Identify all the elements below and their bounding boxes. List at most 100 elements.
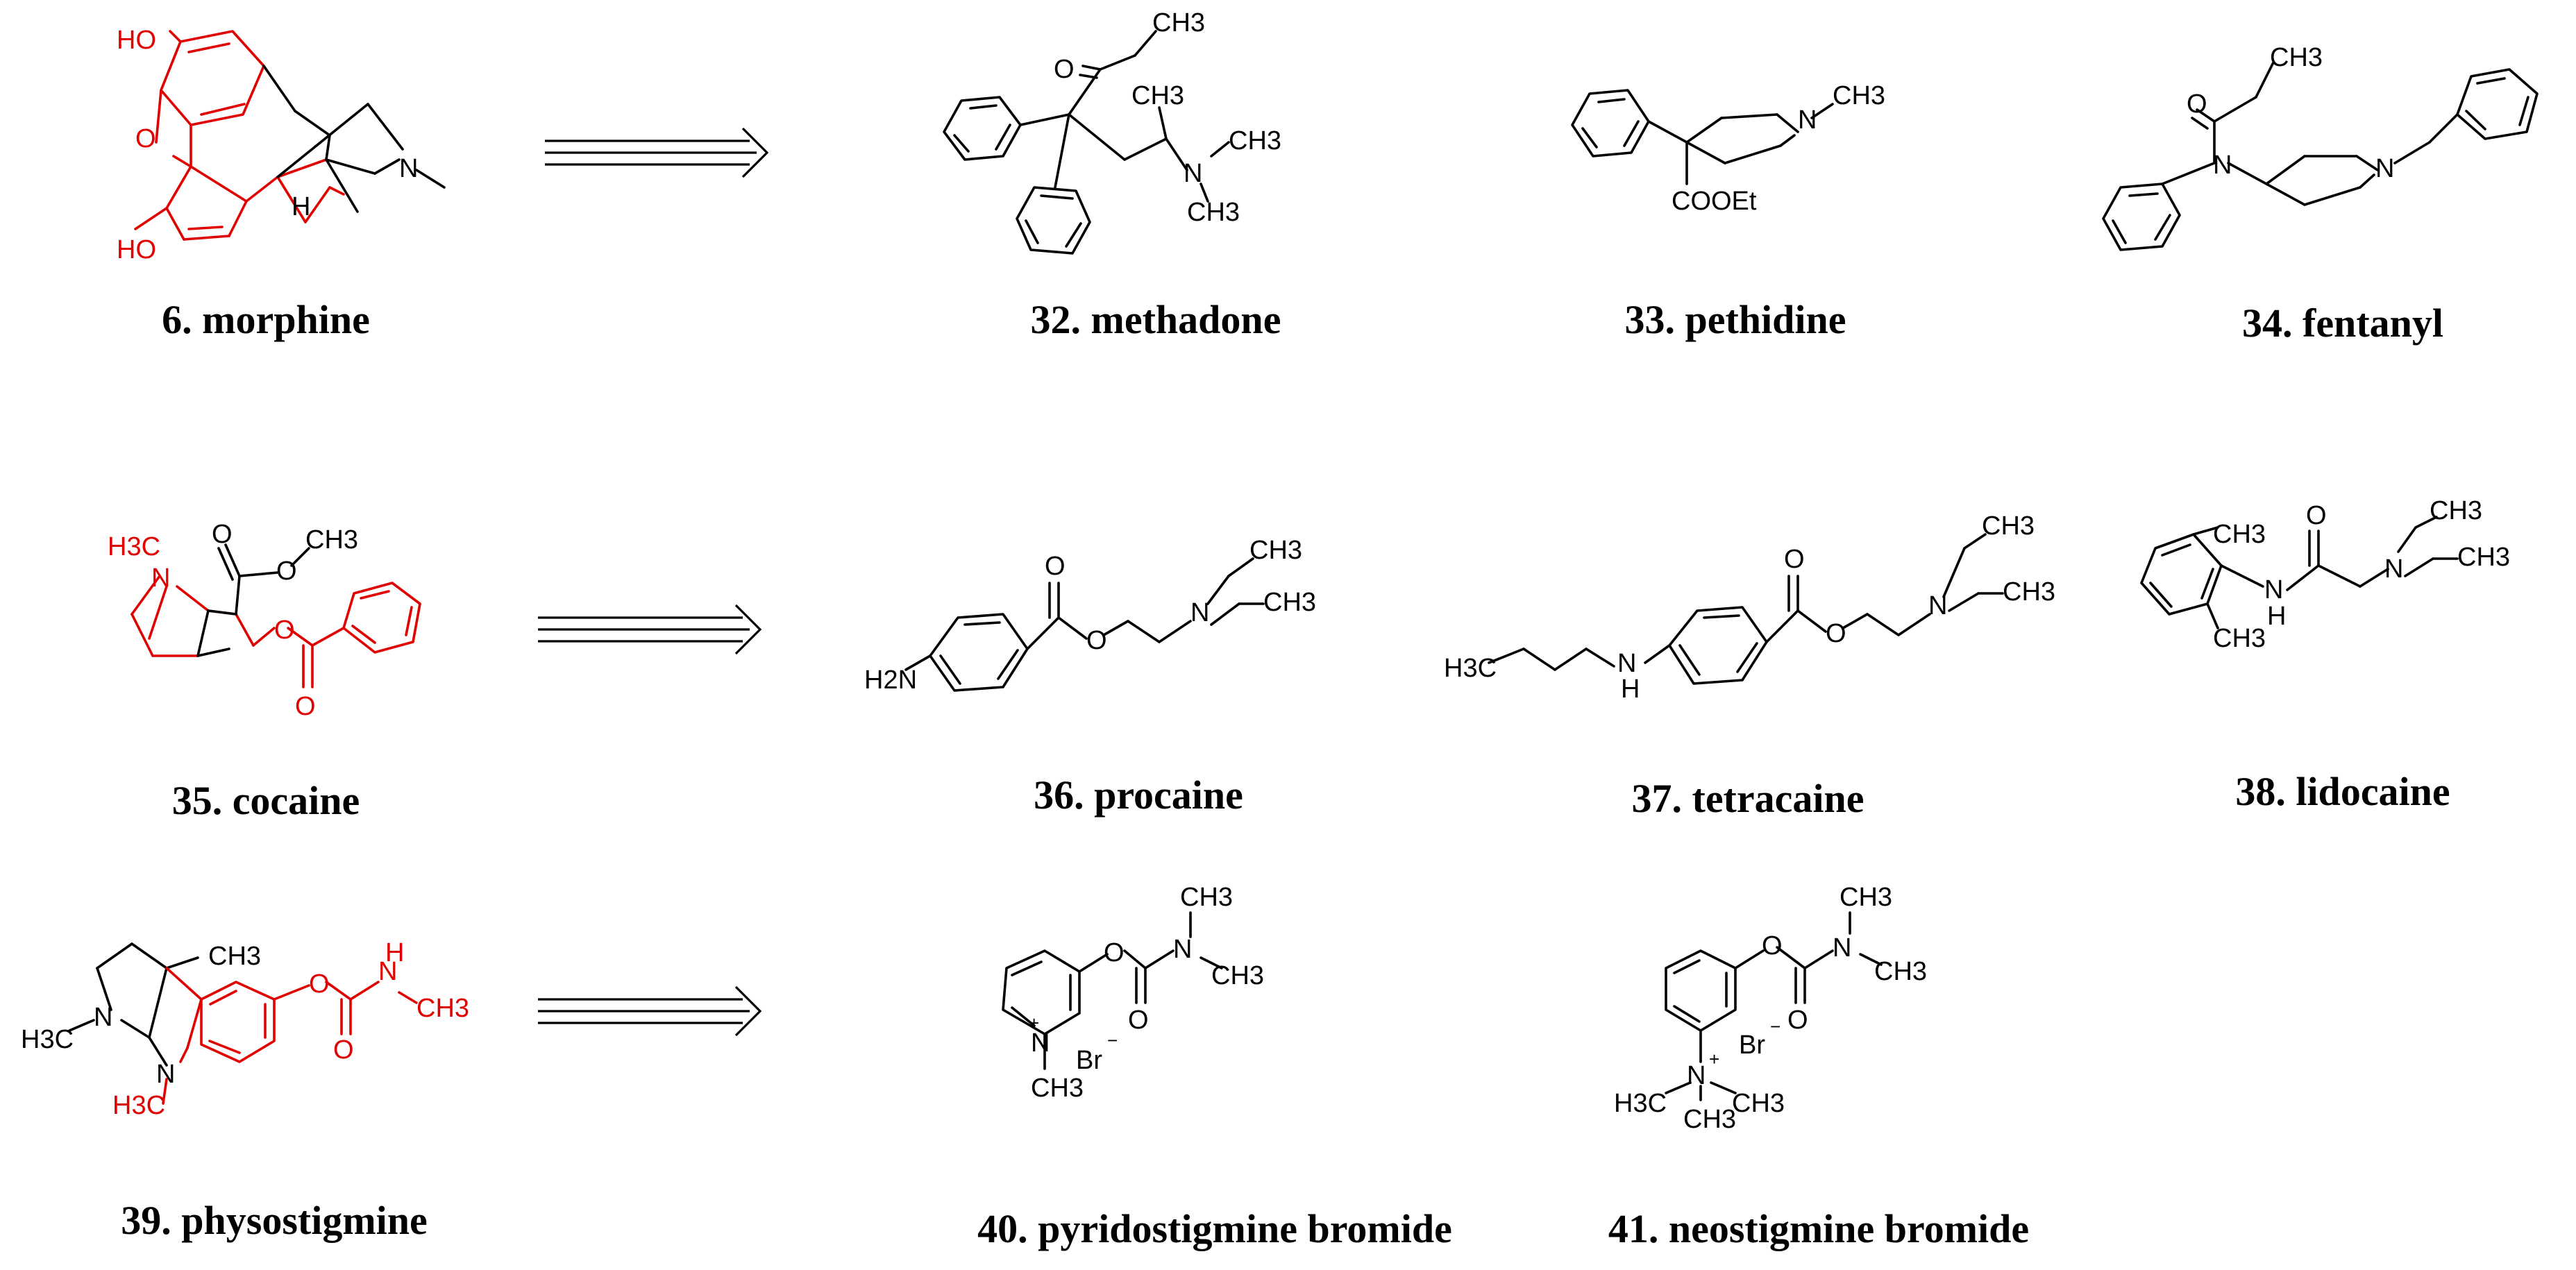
atom-label: CH3 <box>2457 543 2510 572</box>
atom-label: H3C <box>21 1025 74 1054</box>
atom-label: N <box>1190 598 1209 627</box>
atom-label: CH3 <box>2270 43 2323 72</box>
atom-label: H3C <box>1614 1089 1667 1118</box>
atom-label: CH3 <box>1249 536 1302 565</box>
atom-label: CH3 <box>1187 198 1240 227</box>
atom-label: HO <box>117 235 156 264</box>
atom-label: N <box>2375 154 2394 183</box>
retrosynthesis-arrow <box>538 985 762 1037</box>
atom-label: HO <box>117 26 156 55</box>
atom-label: O <box>2187 90 2207 119</box>
atom-label: O <box>1054 55 1075 84</box>
atom-label: N <box>1798 105 1817 135</box>
atom-label: N <box>1031 1028 1050 1058</box>
atom-label: N <box>156 1060 175 1089</box>
structure-tetracaine: H3C N H O O N CH3 CH3 <box>1444 511 2055 704</box>
atom-label: O <box>276 557 297 586</box>
atom-label: CH3 <box>1982 511 2035 541</box>
atom-label: COOEt <box>1672 187 1757 216</box>
atom-label: Br <box>1076 1046 1102 1075</box>
caption-cocaine: 35. cocaine <box>172 778 360 823</box>
atom-label: N <box>1928 591 1947 620</box>
structure-methadone: O CH3 CH3 N CH3 CH3 <box>943 8 1281 255</box>
atom-label: H3C <box>108 532 160 561</box>
atom-label: CH3 <box>2213 520 2266 549</box>
atom-label: O <box>295 692 316 721</box>
atom-label: CH3 <box>416 994 469 1023</box>
atom-label: N <box>2264 575 2283 604</box>
atom-label: O <box>309 970 330 999</box>
caption-tetracaine: 37. tetracaine <box>1632 776 1864 821</box>
atom-label: N <box>2384 554 2403 584</box>
atom-label: N <box>1617 649 1636 678</box>
structure-fentanyl: O CH3 N N <box>2102 43 2539 251</box>
atom-label: N <box>1833 933 1851 963</box>
atom-label: O <box>1086 626 1107 655</box>
atom-label: CH3 <box>1229 126 1281 155</box>
retrosynthesis-arrow <box>538 604 762 655</box>
charge-label: + <box>1029 1013 1039 1033</box>
atom-label: CH3 <box>1833 81 1885 110</box>
structure-cocaine: H3C N O O O O CH3 <box>108 520 421 721</box>
atom-label: O <box>1045 552 1066 581</box>
caption-pethidine: 33. pethidine <box>1624 297 1846 342</box>
caption-fentanyl: 34. fentanyl <box>2242 300 2443 346</box>
atom-label: CH3 <box>1732 1089 1785 1118</box>
charge-label: − <box>1770 1016 1781 1037</box>
atom-label: CH3 <box>1211 961 1264 990</box>
structure-procaine: H2N O O N CH3 CH3 <box>864 536 1316 695</box>
atom-label: N <box>378 957 397 986</box>
structure-morphine: HO O HO N H <box>117 26 446 264</box>
atom-label: Br <box>1739 1031 1765 1060</box>
atom-label: O <box>2306 501 2327 530</box>
atom-label: CH3 <box>1263 588 1316 617</box>
atom-label: N <box>94 1003 112 1032</box>
caption-methadone: 32. methadone <box>1031 297 1281 342</box>
atom-label: O <box>1104 938 1125 967</box>
charge-label: + <box>1709 1049 1719 1069</box>
atom-label: CH3 <box>2003 577 2055 607</box>
structure-lidocaine: CH3 CH3 N H O N CH3 CH3 <box>2140 496 2510 653</box>
atom-label: N <box>151 564 170 593</box>
atom-label: CH3 <box>208 942 261 971</box>
caption-pyridostigmine: 40. pyridostigmine bromide <box>977 1206 1452 1251</box>
caption-neostigmine: 41. neostigmine bromide <box>1608 1206 2029 1251</box>
atom-label: CH3 <box>305 525 358 554</box>
atom-label: H <box>385 938 404 967</box>
atom-label: O <box>1826 619 1846 648</box>
atom-label: CH3 <box>1840 883 1892 912</box>
atom-label: O <box>1787 1006 1808 1035</box>
atom-label: H2N <box>864 666 917 695</box>
atom-label: CH3 <box>1031 1074 1084 1103</box>
atom-label: N <box>1184 159 1202 188</box>
structure-pethidine: N CH3 COOEt <box>1571 81 1885 216</box>
structure-neostigmine: O O N CH3 CH3 N + H3C CH3 CH3 Br − <box>1614 883 1927 1134</box>
structure-pyridostigmine: O O N CH3 CH3 N + CH3 Br − <box>1002 883 1264 1103</box>
structure-physostigmine: H3C N CH3 N H3C O O N H CH3 <box>21 938 469 1120</box>
atom-label: H <box>2267 602 2286 631</box>
caption-procaine: 36. procaine <box>1034 772 1243 818</box>
atom-label: O <box>1762 931 1783 960</box>
atom-label: H3C <box>1444 654 1497 683</box>
caption-physostigmine: 39. physostigmine <box>121 1198 428 1243</box>
atom-label: N <box>399 154 418 183</box>
atom-label: H <box>292 192 310 221</box>
caption-morphine: 6. morphine <box>162 297 370 342</box>
atom-label: H <box>1621 675 1640 704</box>
atom-label: O <box>135 124 156 153</box>
atom-label: N <box>2213 151 2232 180</box>
atom-label: O <box>274 616 295 645</box>
atom-label: CH3 <box>2430 496 2482 525</box>
atom-label: CH3 <box>1131 81 1184 110</box>
atom-label: CH3 <box>1683 1105 1736 1134</box>
atom-label: CH3 <box>1152 8 1205 37</box>
atom-label: O <box>1128 1006 1149 1035</box>
atom-label: O <box>1784 545 1805 574</box>
atom-label: CH3 <box>1874 957 1927 986</box>
charge-label: − <box>1107 1030 1118 1051</box>
atom-label: O <box>212 520 233 549</box>
atom-label: N <box>1173 935 1192 964</box>
caption-lidocaine: 38. lidocaine <box>2235 769 2450 814</box>
atom-label: N <box>1687 1061 1706 1090</box>
